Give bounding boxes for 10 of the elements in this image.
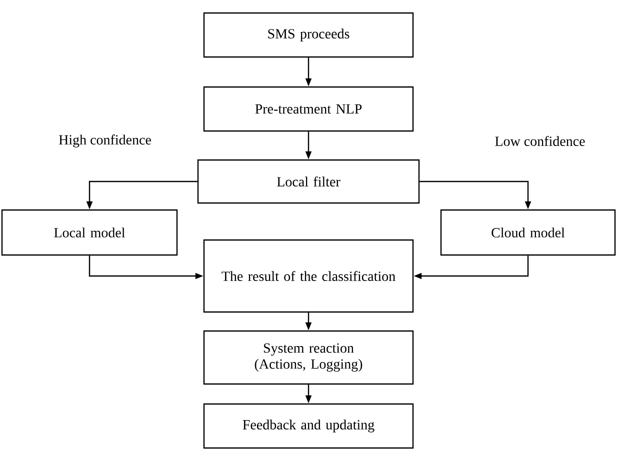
process-box: Pre-treatment NLP bbox=[203, 86, 414, 132]
process-box: System reaction (Actions, Logging) bbox=[203, 330, 414, 385]
process-box: SMS proceeds bbox=[203, 12, 414, 58]
process-box: Local filter bbox=[197, 159, 420, 204]
branch-label: Low confidence bbox=[495, 136, 585, 146]
branch-label: High confidence bbox=[58, 134, 151, 148]
process-box: Local model bbox=[1, 209, 178, 256]
process-box: Cloud model bbox=[440, 209, 616, 256]
process-box: The result of the classification bbox=[203, 239, 414, 313]
process-box: Feedback and updating bbox=[203, 403, 414, 449]
